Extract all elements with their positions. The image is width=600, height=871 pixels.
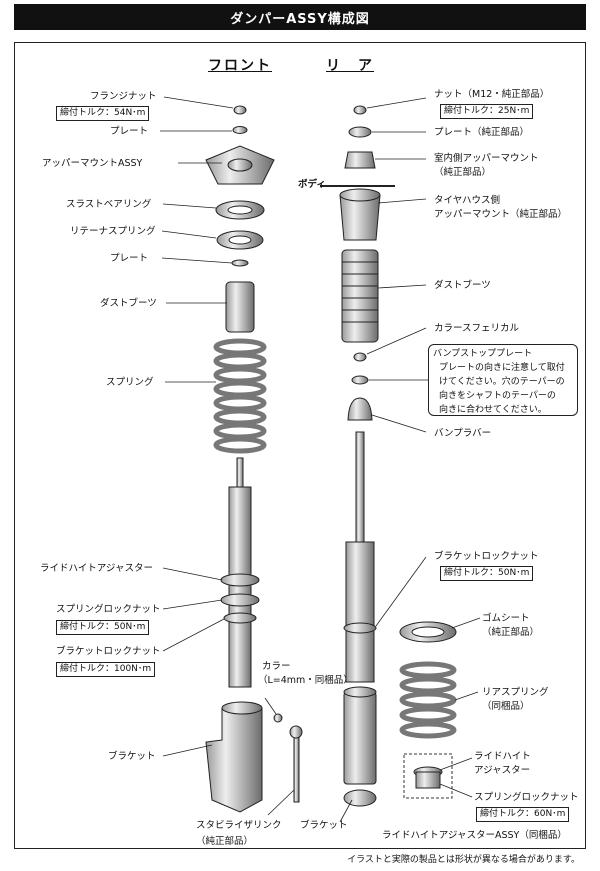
rear-damper-body-shape: [345, 541, 375, 683]
front-spring-label: スプリング: [106, 377, 154, 388]
ride-height-assy-label: ライドハイトアジャスターASSY（同梱品）: [382, 830, 567, 841]
front-ride-height-adjuster-label: ライドハイトアジャスター: [40, 563, 153, 574]
bump-stop-note-line: 向きをシャフトのテーパーの: [439, 391, 556, 401]
front-dust-boots-label: ダストブーツ: [100, 298, 157, 309]
front-stabilizer-link-label-1: スタビライザリンク: [196, 820, 282, 831]
front-damper-body-shape: [228, 486, 252, 688]
rear-collar-spherical-shape: [353, 352, 367, 362]
front-spring-shape: [213, 338, 267, 454]
rear-bracket-lock-nut-label: ブラケットロックナット: [434, 551, 539, 562]
front-upper-mount-label: アッパーマウントASSY: [42, 158, 143, 169]
rear-ride-height-label-1: ライドハイト: [474, 751, 531, 762]
front-bracket-lock-nut-label: ブラケットロックナット: [56, 646, 161, 657]
front-stabilizer-link-shape: [293, 729, 300, 803]
rear-spring-lock-nut-torque: 締付トルク：60N･m: [476, 807, 570, 822]
front-header: フロント: [208, 58, 272, 74]
front-plate1-shape: [232, 126, 248, 134]
ride-height-assy-box: [403, 753, 453, 799]
front-shaft-shape: [236, 457, 244, 489]
front-collar-shape: [273, 713, 283, 723]
front-collar-label-1: カラー: [262, 661, 291, 672]
rear-tirehouse-mount-label-2: アッパーマウント（純正部品）: [434, 209, 568, 220]
front-plate2-shape: [231, 259, 249, 267]
rear-bracket-label: ブラケット: [300, 820, 348, 831]
front-collar-label-2: （L=4mm・同梱品）: [258, 675, 353, 686]
front-bracket-lock-nut-torque: 締付トルク：100N･m: [56, 662, 156, 677]
front-thrust-bearing-label: スラストベアリング: [66, 199, 152, 210]
rear-rubber-seat-label-2: （純正部品）: [482, 627, 540, 638]
front-stabilizer-link-label-2: （純正部品）: [196, 836, 254, 847]
rear-plate-label: プレート（純正部品）: [434, 127, 530, 138]
front-ride-height-adjuster-shape: [220, 573, 260, 587]
front-bracket-label: ブラケット: [108, 751, 156, 762]
rear-bracket-lock-nut-torque: 締付トルク：50N･m: [440, 566, 534, 581]
rear-dust-boots-shape: [341, 249, 379, 343]
rear-rubber-seat-label-1: ゴムシート: [482, 613, 530, 624]
rear-cabin-mount-label-2: （純正部品）: [434, 167, 492, 178]
rear-nut-label: ナット（M12・純正部品）: [434, 89, 550, 100]
body-label: ボディ: [298, 179, 326, 190]
rear-bracket-lock-nut-shape: [343, 622, 377, 634]
bump-stop-title: バンプストッププレート: [433, 349, 533, 359]
bump-stop-note-line: 向きに合わせてください。: [439, 405, 547, 415]
diagram-frame: [14, 42, 586, 849]
rear-nut-torque: 締付トルク：25N･m: [440, 104, 534, 119]
rear-nut-shape: [353, 105, 367, 115]
front-flange-nut-label: フランジナット: [90, 91, 157, 102]
rear-collar-spherical-label: カラースフェリカル: [434, 323, 520, 334]
front-bracket-shape: [205, 707, 263, 813]
front-plate2-label: プレート: [110, 253, 149, 264]
front-flange-nut-torque: 締付トルク：54N･m: [56, 106, 150, 121]
front-retainer-spring-label: リテーナスプリング: [70, 226, 156, 237]
rear-dust-boots-label: ダストブーツ: [434, 280, 491, 291]
rear-cabin-mount-label-1: 室内側アッパーマウント: [434, 153, 539, 164]
front-spring-lock-nut-label: スプリングロックナット: [56, 604, 161, 615]
rear-ride-height-label-2: アジャスター: [474, 765, 531, 776]
rear-spring-label-1: リアスプリング: [482, 687, 549, 698]
rear-tirehouse-mount-shape: [339, 194, 381, 241]
rear-plate-shape: [348, 126, 372, 138]
page-title: ダンパーASSY構成図: [14, 4, 586, 30]
rear-bump-rubber-shape: [347, 397, 373, 421]
rear-bump-stop-plate-shape: [351, 375, 369, 385]
rear-bump-rubber-label: バンプラバー: [434, 428, 492, 439]
footer-note: イラストと実際の製品とは形状が異なる場合があります。: [347, 855, 580, 865]
rear-cabin-mount-shape: [344, 151, 376, 169]
front-spring-lock-nut-torque: 締付トルク：50N･m: [56, 620, 150, 635]
bump-stop-note-box: バンプストッププレート プレートの向きに注意して取付 けてください。穴のテーパー…: [428, 344, 578, 416]
front-plate1-label: プレート: [110, 126, 149, 137]
rear-header: リ ア: [326, 58, 374, 74]
rear-spring-shape: [399, 661, 457, 739]
rear-shaft-shape: [355, 431, 365, 543]
front-dust-boots-shape: [225, 281, 255, 333]
front-spring-lock-nut-shape: [220, 593, 260, 607]
bump-stop-note-line: けてください。穴のテーパーの: [439, 377, 565, 387]
leader-lines: [160, 96, 481, 823]
rear-spring-lock-nut-label: スプリングロックナット: [474, 792, 579, 803]
front-flange-nut-shape: [233, 105, 247, 115]
bump-stop-note-line: プレートの向きに注意して取付: [439, 363, 565, 373]
rear-tirehouse-mount-label-1: タイヤハウス側: [434, 195, 501, 206]
front-bracket-lock-nut-shape: [223, 612, 257, 624]
rear-spring-label-2: （同梱品）: [482, 701, 530, 712]
rear-bracket-shape: [343, 691, 377, 785]
